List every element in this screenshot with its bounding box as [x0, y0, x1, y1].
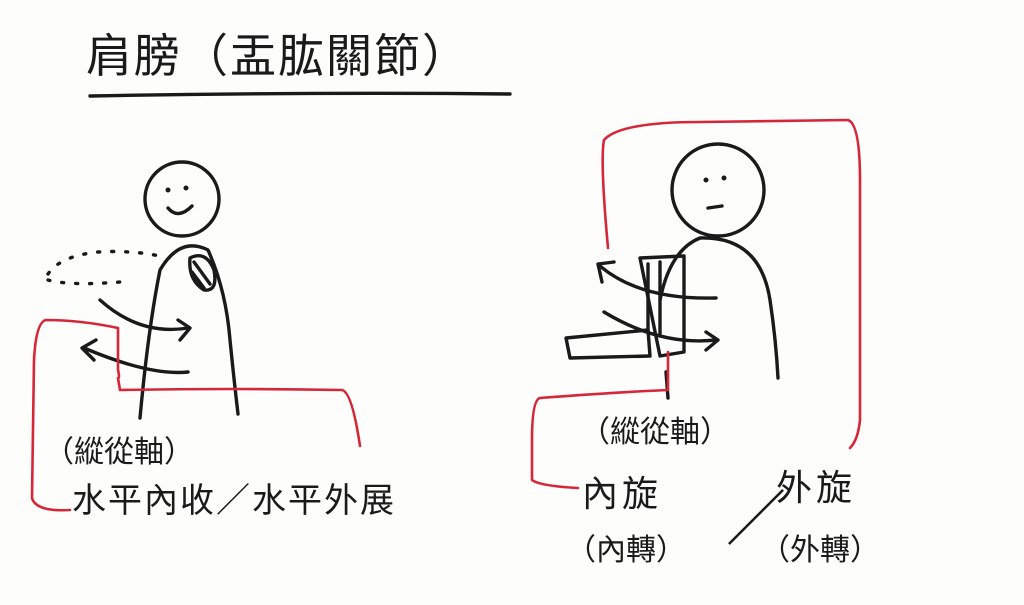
right-internal-arrow: [598, 264, 718, 300]
right-separator: ／: [726, 485, 786, 555]
right-figure-torso: [658, 236, 780, 380]
right-external-label: 外旋: [776, 468, 856, 509]
left-adduction-arrowhead: [176, 318, 192, 342]
left-figure-smile: [166, 204, 194, 216]
right-bottom-red-connector: [530, 350, 670, 490]
right-figure-arm-lines: [646, 260, 662, 336]
right-external-arrowhead: [704, 330, 720, 352]
left-red-connector: [30, 318, 362, 512]
right-figure-eye-right: [721, 175, 727, 181]
left-figure-eye-right: [183, 185, 189, 191]
right-figure-forearm: [564, 328, 652, 360]
right-axis-label: （縱從軸）: [580, 415, 730, 450]
right-top-red-connector: [601, 118, 862, 450]
right-figure-mouth: [706, 204, 724, 210]
left-figure-torso: [138, 244, 240, 420]
right-figure-head: [670, 142, 766, 238]
left-dotted-arc-2: [46, 278, 122, 286]
left-figure: [46, 160, 240, 420]
right-figure-eye-left: [703, 177, 709, 183]
title-underline: [88, 91, 512, 98]
left-figure-shoulder-hatch: [190, 260, 212, 290]
left-figure-head: [143, 160, 221, 238]
right-figure: [564, 142, 780, 400]
right-external-arrow: [602, 310, 718, 343]
left-dotted-arc: [46, 249, 162, 276]
left-figure-shoulder: [188, 254, 217, 292]
left-motion-label: 水平內收／水平外展: [72, 481, 396, 521]
right-internal-arrowhead: [596, 260, 616, 284]
title-text: 肩膀（盂肱關節）: [86, 29, 470, 83]
left-axis-label: （縱從軸）: [44, 435, 194, 470]
right-external-sub: （外轉）: [760, 533, 880, 568]
right-figure-upper-arm: [638, 254, 686, 358]
left-abduction-arrow: [82, 346, 190, 375]
left-adduction-arrow: [98, 298, 190, 332]
right-internal-sub: （內轉）: [566, 533, 686, 568]
left-abduction-arrowhead: [80, 338, 98, 362]
left-figure-eye-left: [165, 187, 171, 193]
right-internal-label: 內旋: [582, 474, 662, 515]
